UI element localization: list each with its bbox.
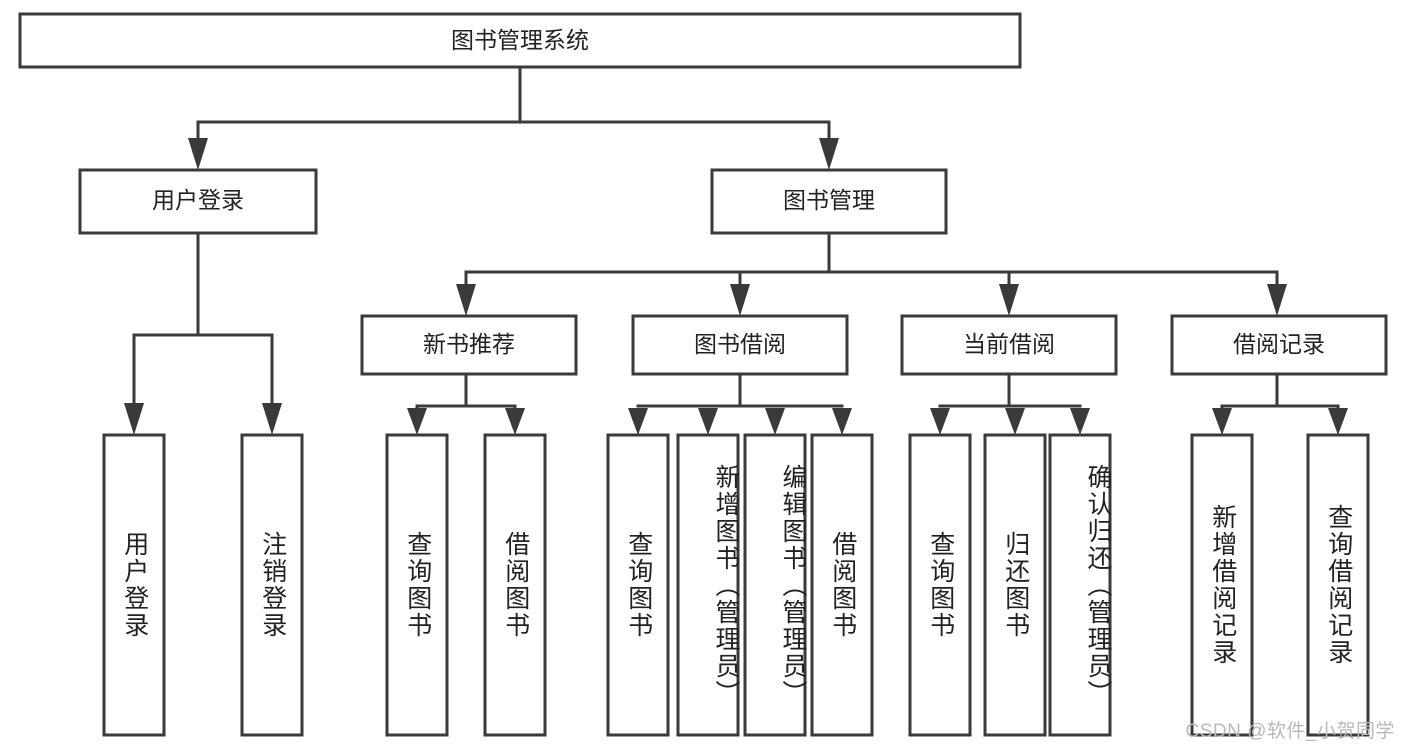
- arrow-head-leaf-add-borrow-record: [1212, 408, 1232, 435]
- node-book-management[interactable]: 图书管理: [710, 168, 948, 235]
- connector-group-root-to-level2: [188, 65, 839, 170]
- node-rect-leaf-confirm-return-admin[interactable]: [1048, 433, 1112, 737]
- arrow-head-leaf-return-book: [1005, 408, 1025, 435]
- node-rect-leaf-query-book-1[interactable]: [385, 433, 449, 737]
- node-rect-book-management: [710, 168, 948, 235]
- arrow-head-current-borrow: [999, 284, 1019, 316]
- connector-group-book-borrow-to-leaves: [628, 372, 852, 435]
- node-rect-leaf-add-borrow-record[interactable]: [1190, 433, 1254, 737]
- node-rect-leaf-query-book-2[interactable]: [606, 433, 670, 737]
- node-rect-leaf-edit-book-admin[interactable]: [743, 433, 807, 737]
- arrow-head-leaf-borrow-book-1: [505, 408, 525, 435]
- connector-group-new-book-recommend-to-leaves: [407, 372, 525, 435]
- connector-group-borrow-records-to-leaves: [1212, 372, 1348, 435]
- arrow-head-leaf-query-book-2: [628, 408, 648, 435]
- node-book-management-system[interactable]: 图书管理系统: [18, 12, 1022, 69]
- node-borrow-records[interactable]: 借阅记录: [1170, 314, 1388, 376]
- arrow-head-leaf-edit-book-admin: [765, 408, 785, 435]
- node-label-book-management: 图书管理: [783, 187, 875, 213]
- arrow-head-leaf-query-book-3: [930, 408, 950, 435]
- node-rect-leaf-add-book-admin[interactable]: [676, 433, 740, 737]
- leaf-rect-group: [102, 433, 1370, 737]
- node-rect-new-book-recommend: [360, 314, 578, 376]
- arrow-head-leaf-query-borrow-record: [1328, 408, 1348, 435]
- node-rect-root: [18, 12, 1022, 69]
- node-rect-borrow-records: [1170, 314, 1388, 376]
- node-rect-leaf-borrow-book-2[interactable]: [810, 433, 874, 737]
- node-rect-leaf-query-book-3[interactable]: [908, 433, 972, 737]
- node-label-borrow-records: 借阅记录: [1233, 331, 1325, 357]
- node-label-current-borrow: 当前借阅: [963, 331, 1055, 357]
- connector-group-user-login-to-leaves: [124, 231, 282, 435]
- arrow-head-book-management: [819, 138, 839, 170]
- arrow-head-leaf-query-book-1: [407, 408, 427, 435]
- connector-group-current-borrow-to-leaves: [930, 372, 1090, 435]
- node-book-borrow[interactable]: 图书借阅: [631, 314, 849, 376]
- arrow-head-leaf-confirm-return-admin: [1070, 408, 1090, 435]
- arrow-head-book-borrow: [730, 284, 750, 316]
- node-user-login[interactable]: 用户登录: [78, 168, 318, 235]
- connector-group-book-management-to-level3: [456, 231, 1287, 316]
- arrow-head-borrow-records: [1267, 284, 1287, 316]
- node-rect-leaf-return-book[interactable]: [983, 433, 1047, 737]
- node-rect-leaf-borrow-book-1[interactable]: [483, 433, 547, 737]
- arrow-head-leaf-logout-login: [262, 403, 282, 435]
- node-current-borrow[interactable]: 当前借阅: [900, 314, 1118, 376]
- arrow-head-user-login: [188, 138, 208, 170]
- node-label-root: 图书管理系统: [451, 27, 589, 53]
- node-rect-leaf-user-login[interactable]: [102, 433, 166, 737]
- arrow-head-leaf-user-login: [124, 403, 144, 435]
- arrow-head-leaf-borrow-book-2: [832, 408, 852, 435]
- node-rect-leaf-logout-login[interactable]: [240, 433, 304, 737]
- node-label-book-borrow: 图书借阅: [694, 331, 786, 357]
- node-new-book-recommend[interactable]: 新书推荐: [360, 314, 578, 376]
- node-rect-user-login: [78, 168, 318, 235]
- node-rect-book-borrow: [631, 314, 849, 376]
- arrow-head-leaf-add-book-admin: [698, 408, 718, 435]
- node-rect-leaf-query-borrow-record[interactable]: [1306, 433, 1370, 737]
- node-label-new-book-recommend: 新书推荐: [423, 331, 515, 357]
- node-label-user-login: 用户登录: [152, 187, 244, 213]
- csdn-watermark: CSDN @软件_小贺同学: [1185, 721, 1395, 742]
- arrow-head-new-book-recommend: [456, 284, 476, 316]
- node-rect-current-borrow: [900, 314, 1118, 376]
